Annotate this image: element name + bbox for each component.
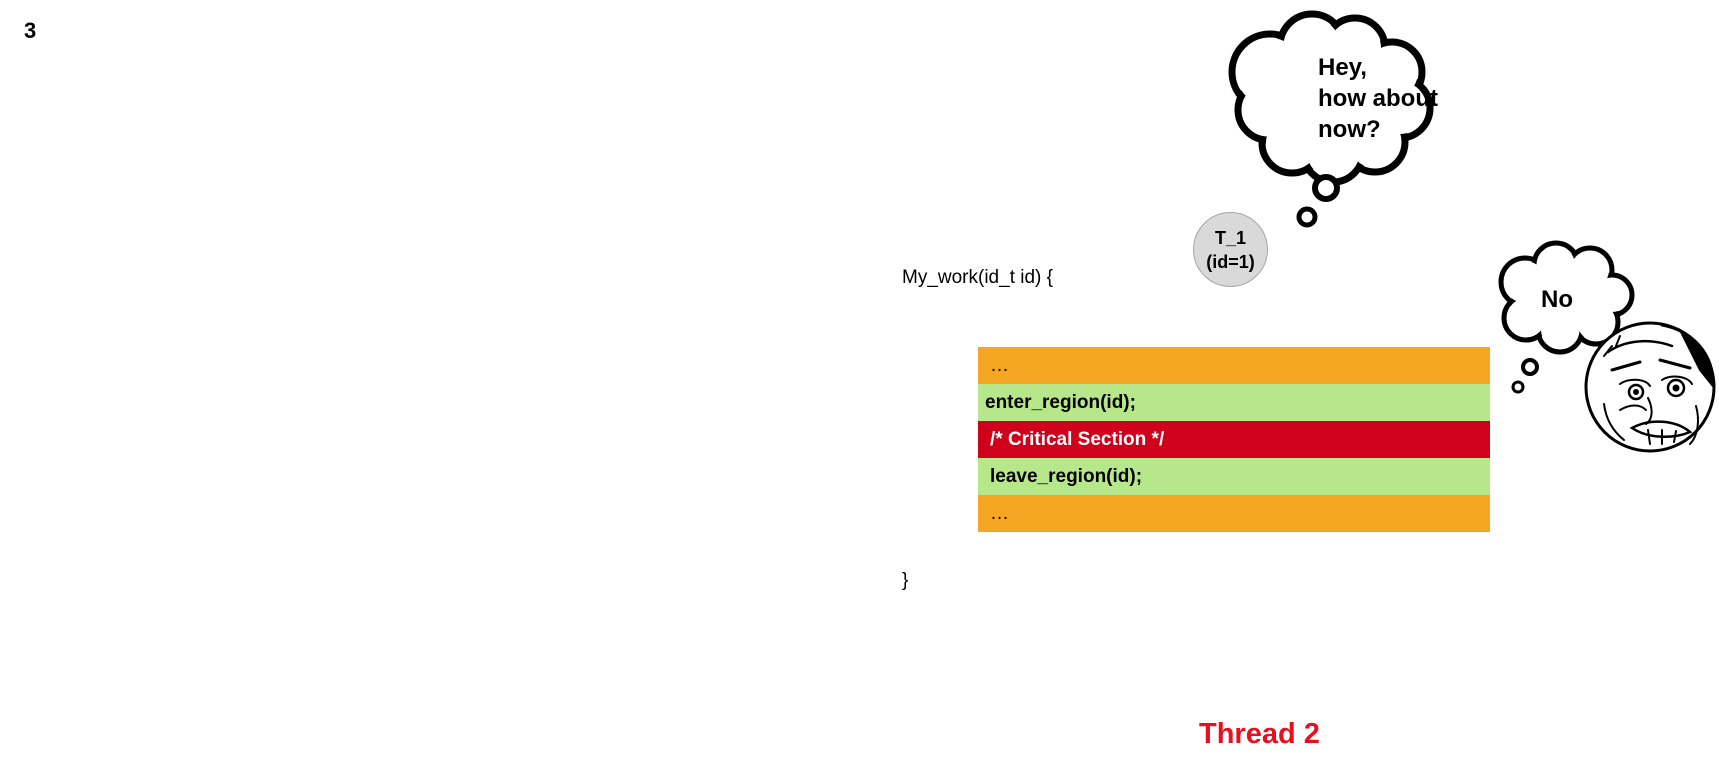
thought-bubble-dot-icon xyxy=(1521,358,1539,376)
thought-bubble-dot-icon xyxy=(1296,206,1318,228)
thought-no-text: No xyxy=(1541,286,1573,313)
thought-bubble-dot-icon xyxy=(1312,174,1340,202)
thread-node-name: T_1 xyxy=(1214,227,1247,248)
thought-t1-line2: how about xyxy=(1318,85,1438,112)
thread-node-t1: T_1 (id=1) xyxy=(1193,212,1268,287)
code-line-enter-region: enter_region(id); xyxy=(978,384,1490,421)
thought-bubble-dot-icon xyxy=(1511,380,1525,394)
thread-label: Thread 2 xyxy=(1199,718,1320,750)
slide-number: 3 xyxy=(24,18,37,43)
function-closing-brace: } xyxy=(902,570,909,591)
rage-face-icon xyxy=(1584,321,1716,453)
code-line-ellipsis-bottom: … xyxy=(978,495,1490,532)
code-line-critical-section: /* Critical Section */ xyxy=(978,421,1490,458)
code-line-leave-region: leave_region(id); xyxy=(978,458,1490,495)
function-signature: My_work(id_t id) { xyxy=(902,267,1053,288)
thought-t1-line1: Hey, xyxy=(1318,54,1367,81)
thought-t1-line3: now? xyxy=(1318,116,1381,143)
thread-node-id: (id=1) xyxy=(1206,251,1255,272)
thought-t1-text: Hey, how about now? xyxy=(1318,52,1438,145)
code-line-ellipsis-top: … xyxy=(978,347,1490,384)
code-block: … enter_region(id); /* Critical Section … xyxy=(978,347,1490,532)
